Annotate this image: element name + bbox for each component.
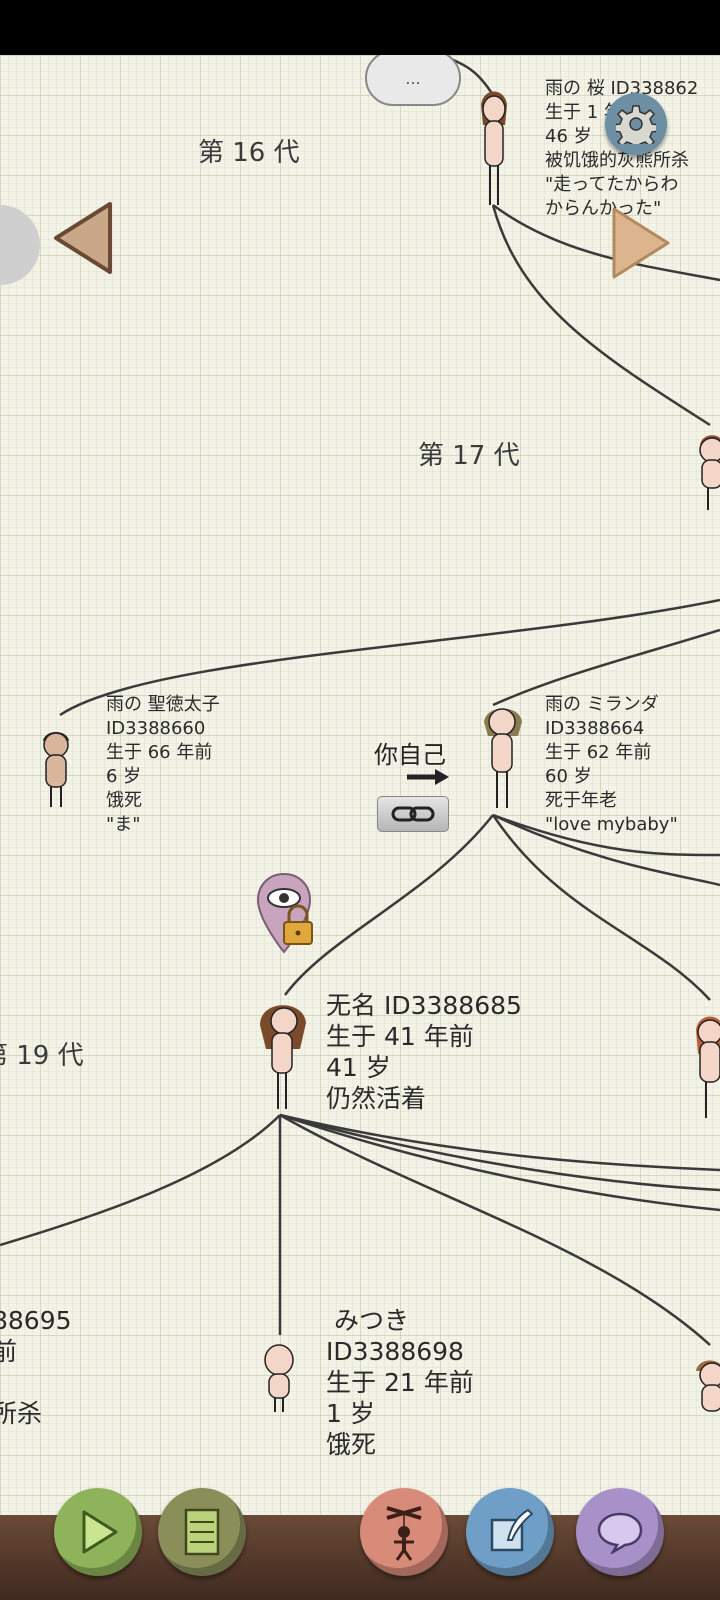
scroll-quill-icon	[490, 1508, 534, 1552]
person-info-miranda: 雨の ミランダ ID3388664 生于 62 年前 60 岁 死于年老 "lo…	[545, 693, 678, 837]
person-name: みつき	[334, 1306, 410, 1335]
play-button[interactable]	[54, 1488, 142, 1576]
person-death-cause: 所杀	[0, 1399, 43, 1428]
person-born: 生于 66 年前	[106, 742, 213, 763]
previous-arrow-icon[interactable]	[50, 200, 116, 276]
person-name-id: 雨の 桜 ID338862	[545, 78, 699, 99]
person-last-words: "走ってたからわ	[545, 174, 679, 195]
person-id: ID3388664	[545, 718, 645, 739]
person-born: 生于 41 年前	[326, 1022, 474, 1051]
you-label: 你自己	[374, 741, 446, 769]
person-last-words: "ま"	[106, 814, 141, 835]
link-button[interactable]	[377, 796, 449, 832]
person-info-mitsuki: みつき ID3388698 生于 21 年前 1 岁 饿死	[326, 1305, 474, 1460]
list-button[interactable]	[158, 1488, 246, 1576]
person-born: 生于 62 年前	[545, 742, 652, 763]
character-partial-right-19[interactable]	[694, 1355, 720, 1435]
person-last-words: "love mybaby"	[545, 814, 678, 835]
person-name-id: 无名 ID3388685	[326, 991, 522, 1020]
character-miranda[interactable]	[478, 700, 528, 815]
person-last-words-cont: からんかった"	[545, 198, 662, 219]
lineage-lines	[0, 55, 720, 1346]
list-icon	[184, 1508, 220, 1556]
person-info-nameless: 无名 ID3388685 生于 41 年前 41 岁 仍然活着	[326, 990, 522, 1114]
settings-button[interactable]	[605, 93, 667, 155]
person-name: 雨の 聖徳太子	[106, 694, 220, 715]
settings-icon	[616, 105, 656, 144]
speech-bubble[interactable]: ...	[365, 55, 461, 106]
character-partial-right-18[interactable]	[692, 1010, 720, 1130]
puppet-icon	[386, 1506, 422, 1561]
next-arrow-icon[interactable]	[608, 205, 674, 281]
character-mitsuki[interactable]	[259, 1340, 303, 1420]
chat-icon	[597, 1512, 643, 1554]
generation-label-17: 第 17 代	[418, 441, 520, 471]
person-death-cause: 被饥饿的灰熊所杀	[545, 150, 689, 171]
person-death-cause: 死于年老	[545, 790, 617, 811]
chat-button[interactable]	[576, 1488, 664, 1576]
person-info-partial-left: 88695 前 所杀	[0, 1305, 72, 1429]
person-age: 46 岁	[545, 126, 592, 147]
person-info-shotoku: 雨の 聖徳太子 ID3388660 生于 66 年前 6 岁 饿死 "ま"	[106, 693, 220, 837]
person-age: 6 岁	[106, 766, 142, 787]
eye-lock-icon[interactable]	[256, 870, 320, 962]
character-shotoku[interactable]	[36, 725, 76, 815]
character-partial-right-17[interactable]	[696, 430, 720, 520]
person-age: 1 岁	[326, 1399, 375, 1428]
character-sakura[interactable]	[473, 85, 513, 215]
person-born: 生于 21 年前	[326, 1368, 474, 1397]
generation-label-19: 第 19 代	[0, 1041, 84, 1071]
person-id: ID3388660	[106, 718, 206, 739]
speech-bubble-text: ...	[405, 68, 421, 88]
person-age: 60 岁	[545, 766, 592, 787]
person-age: 41 岁	[326, 1053, 391, 1082]
character-nameless[interactable]	[256, 997, 310, 1122]
family-tree-canvas[interactable]: ... 第 16 代 第 17 代 第 19 代 雨の 桜 ID338862 生…	[0, 55, 720, 1600]
person-death-cause: 饿死	[106, 790, 142, 811]
person-name: 雨の ミランダ	[545, 694, 659, 715]
play-icon	[82, 1510, 118, 1554]
person-death-cause: 饿死	[326, 1430, 377, 1459]
puppet-button[interactable]	[360, 1488, 448, 1576]
generation-label-16: 第 16 代	[198, 138, 300, 168]
person-id: ID3388698	[326, 1337, 464, 1366]
link-icon	[391, 806, 435, 822]
person-born: 前	[0, 1337, 18, 1366]
scroll-button[interactable]	[466, 1488, 554, 1576]
you-arrow-icon	[407, 769, 449, 785]
person-status: 仍然活着	[326, 1084, 427, 1113]
person-id: 88695	[0, 1306, 72, 1335]
